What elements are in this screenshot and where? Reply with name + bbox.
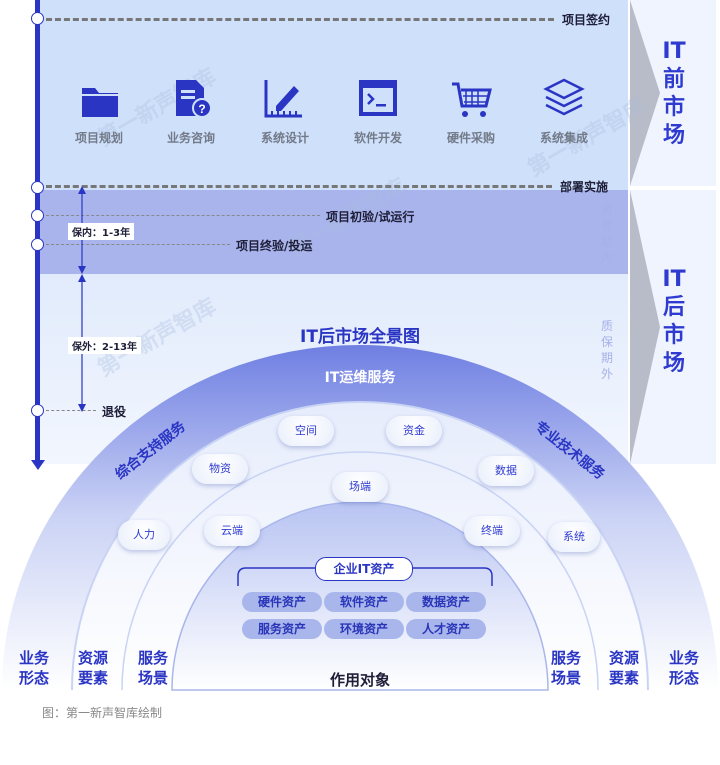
folder-icon xyxy=(82,88,118,117)
milestone-node xyxy=(31,404,44,417)
milestone-contract: 项目签约 xyxy=(562,13,611,27)
icon-label: 硬件采购 xyxy=(446,131,495,145)
front-market-band xyxy=(38,0,628,190)
asset-software: 软件资产 xyxy=(324,592,404,612)
panorama-title: IT后市场全景图 xyxy=(300,327,420,347)
warranty-out-duration: 保外：2-13年 xyxy=(68,337,142,354)
milestone-final-acceptance: 项目终验/投运 xyxy=(236,239,313,253)
right-label-resource: 资源要素 xyxy=(608,649,639,687)
after-market-title: IT后市场 xyxy=(662,267,686,376)
pill-data: 数据 xyxy=(478,456,534,486)
shopping-cart-icon xyxy=(452,82,492,117)
milestone-node xyxy=(31,238,44,251)
milestone-line xyxy=(46,244,230,245)
warranty-band xyxy=(38,190,628,274)
right-label-business: 业务形态 xyxy=(668,649,699,687)
front-market-title: IT前市场 xyxy=(662,39,686,148)
terminal-window-icon xyxy=(359,80,397,116)
figure-caption: 图：第一新声智库绘制 xyxy=(42,706,163,720)
left-label-business: 业务形态 xyxy=(18,649,49,687)
phase-chevrons xyxy=(630,0,660,464)
layers-stack-icon xyxy=(543,78,585,116)
right-label-scene: 服务场景 xyxy=(550,649,581,687)
svg-text:?: ? xyxy=(198,102,205,116)
icon-label: 系统设计 xyxy=(260,131,309,145)
object-label: 作用对象 xyxy=(329,671,390,689)
pill-funds: 资金 xyxy=(386,416,442,446)
milestone-node xyxy=(31,181,44,194)
asset-talent: 人才资产 xyxy=(406,619,486,639)
milestone-retire: 退役 xyxy=(102,405,127,419)
icon-label: 系统集成 xyxy=(539,131,588,145)
pill-material: 物资 xyxy=(192,454,248,484)
asset-data: 数据资产 xyxy=(406,592,486,612)
out-warranty-label: 质保期外 xyxy=(601,319,614,381)
milestone-deploy: 部署实施 xyxy=(560,180,609,194)
pill-manpower: 人力 xyxy=(118,520,170,550)
milestone-line xyxy=(46,410,96,411)
milestone-line xyxy=(46,215,320,216)
timeline-axis xyxy=(35,0,40,462)
document-question-icon: ? xyxy=(176,80,212,118)
timeline-arrow-icon xyxy=(31,460,45,470)
in-warranty-label: 质保期内 xyxy=(601,203,614,265)
icon-label: 项目规划 xyxy=(74,131,123,145)
milestone-line xyxy=(46,185,552,188)
warranty-in-duration: 保内：1-3年 xyxy=(68,223,135,240)
milestone-node xyxy=(31,12,44,25)
icon-label: 业务咨询 xyxy=(166,131,215,145)
asset-hardware: 硬件资产 xyxy=(242,592,322,612)
asset-environment: 环境资产 xyxy=(324,619,404,639)
milestone-node xyxy=(31,209,44,222)
assets-title: 企业IT资产 xyxy=(315,557,413,581)
icon-label: 软件开发 xyxy=(353,131,402,145)
pill-space: 空间 xyxy=(278,416,334,446)
pill-terminal: 终端 xyxy=(464,516,520,546)
asset-service: 服务资产 xyxy=(242,619,322,639)
outer-top-label: IT运维服务 xyxy=(324,370,396,386)
left-label-scene: 服务场景 xyxy=(137,649,168,687)
left-label-resource: 资源要素 xyxy=(77,649,108,687)
pill-scene: 场端 xyxy=(332,472,388,502)
pill-cloud: 云端 xyxy=(204,516,260,546)
milestone-initial-acceptance: 项目初验/试运行 xyxy=(326,210,415,224)
design-ruler-pencil-icon xyxy=(264,80,302,118)
pill-system: 系统 xyxy=(548,522,600,552)
milestone-line xyxy=(46,18,554,21)
